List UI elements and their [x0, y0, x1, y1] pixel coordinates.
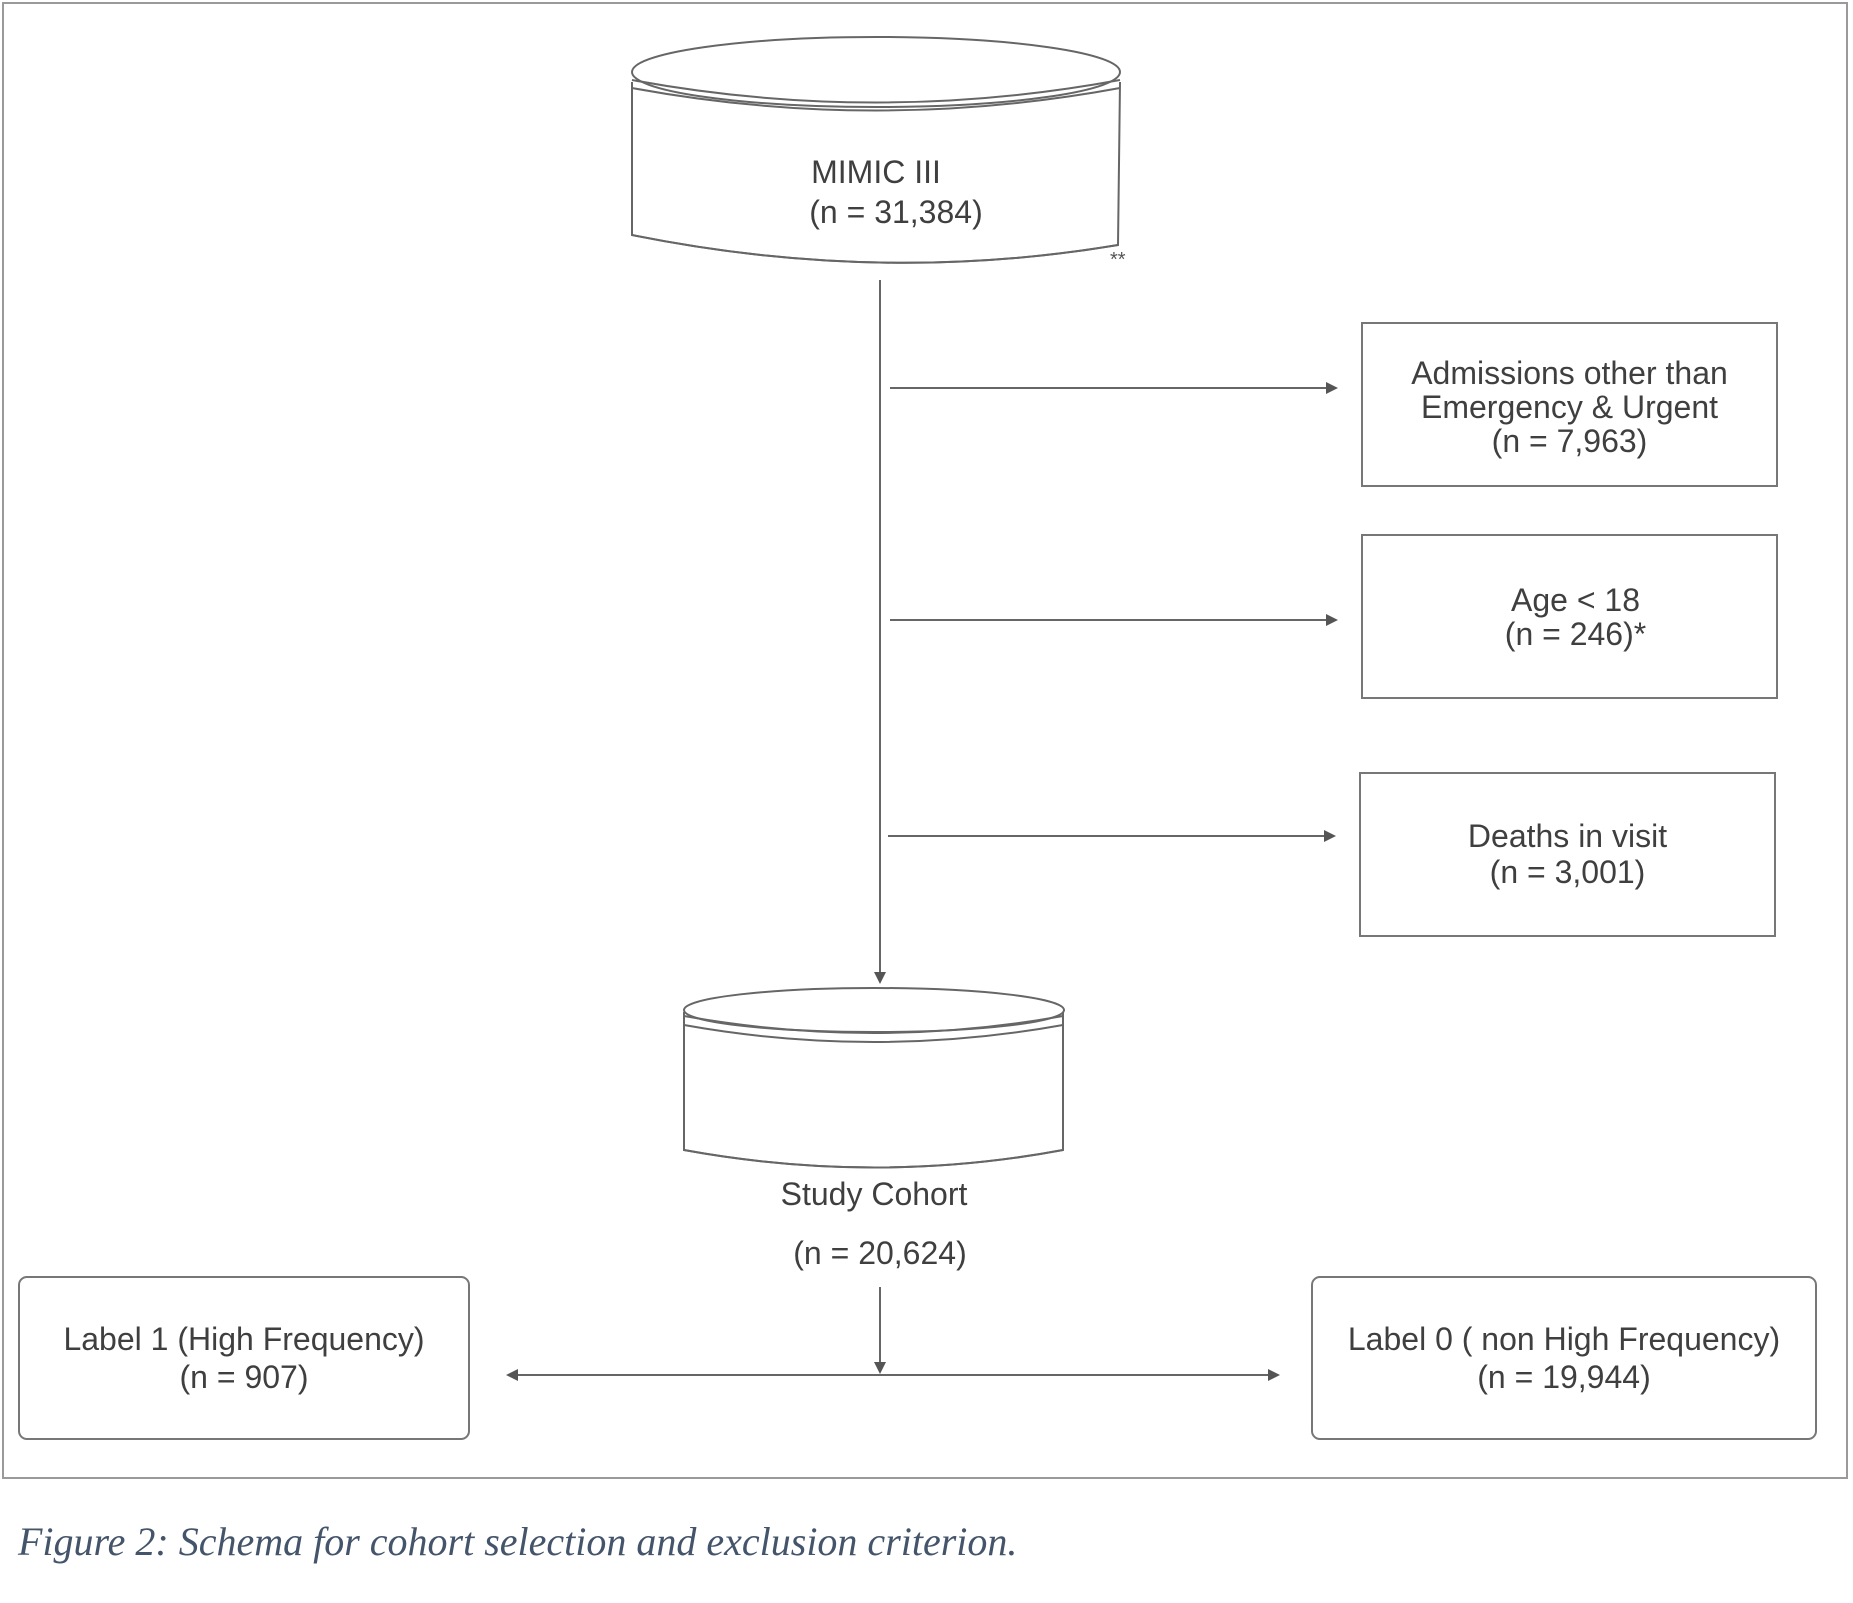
cohort-count: (n = 20,624) — [793, 1235, 967, 1271]
exclusion-age-line1: Age < 18 — [1511, 582, 1640, 618]
figure-caption: Figure 2: Schema for cohort selection an… — [18, 1519, 1018, 1564]
cohort-title: Study Cohort — [780, 1176, 968, 1212]
mimic-database-cylinder — [631, 36, 1121, 264]
exclusion-admissions-line1: Admissions other than — [1411, 355, 1728, 391]
exclusion-age-count: (n = 246)* — [1504, 616, 1647, 652]
label1-count: (n = 907) — [179, 1359, 309, 1395]
mimic-count: (n = 31,384) — [809, 194, 983, 230]
exclusion-admissions-line2: Emergency & Urgent — [1420, 389, 1718, 425]
exclusion-deaths-line1: Deaths in visit — [1467, 818, 1668, 854]
label0-box — [1311, 1276, 1817, 1440]
mimic-marker: ** — [1110, 249, 1126, 271]
label1-title: Label 1 (High Frequency) — [63, 1321, 425, 1357]
study-cohort-cylinder — [683, 987, 1065, 1169]
label1-box — [18, 1276, 470, 1440]
exclusion-box-age — [1361, 534, 1778, 699]
exclusion-deaths-count: (n = 3,001) — [1489, 854, 1646, 890]
exclusion-box-deaths — [1359, 772, 1776, 937]
mimic-title: MIMIC III — [811, 154, 941, 190]
exclusion-admissions-count: (n = 7,963) — [1491, 423, 1648, 459]
exclusion-box-admissions — [1361, 322, 1778, 487]
label0-title: Label 0 ( non High Frequency) — [1347, 1321, 1781, 1357]
label0-count: (n = 19,944) — [1477, 1359, 1651, 1395]
